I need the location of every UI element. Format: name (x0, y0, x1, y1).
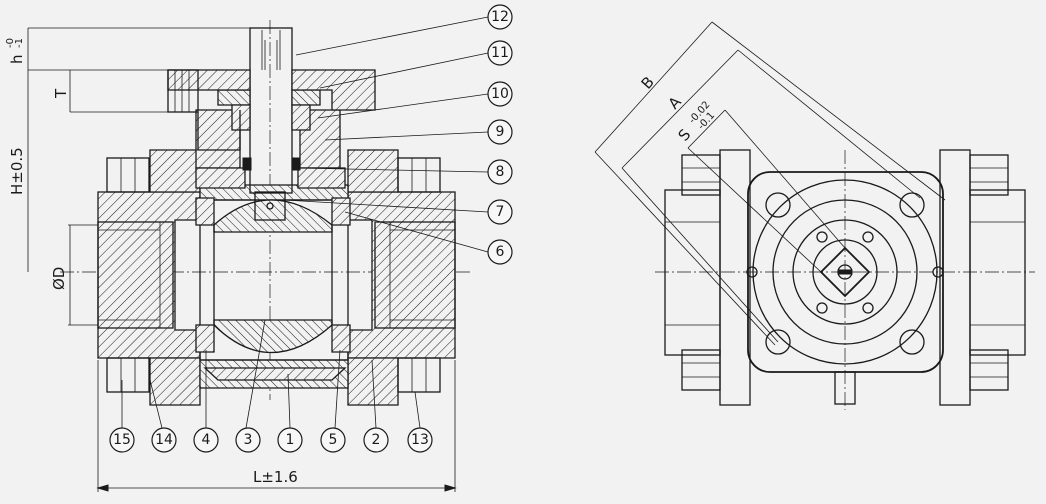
balloon-9: 9 (487, 119, 513, 145)
balloon-3: 3 (235, 427, 261, 453)
section-view: h -0 -1 T H±0.5 ØD L±1.6 (5, 4, 513, 492)
leaders-bottom (121, 319, 421, 429)
svg-text:1: 1 (286, 432, 295, 448)
balloon-5: 5 (320, 427, 346, 453)
balloon-13: 13 (407, 427, 433, 453)
right-bore (374, 221, 456, 329)
dim-D-label: ØD (50, 267, 68, 290)
balloon-4: 4 (193, 427, 219, 453)
dim-S-label: S (675, 126, 695, 145)
dim-h-tol-upper: -0 (5, 38, 16, 48)
svg-text:10: 10 (491, 86, 509, 102)
svg-text:2: 2 (372, 432, 381, 448)
balloon-14: 14 (151, 427, 177, 453)
svg-text:14: 14 (155, 432, 173, 448)
svg-text:4: 4 (202, 432, 211, 448)
svg-text:11: 11 (491, 45, 509, 61)
svg-text:12: 12 (491, 9, 509, 25)
dim-t-label: T (52, 88, 70, 99)
svg-text:13: 13 (411, 432, 429, 448)
bolt-hole-bl (765, 329, 791, 355)
dim-H: H±0.5 (8, 70, 29, 272)
dim-S: S -0.02 -0.1 (675, 99, 846, 273)
balloon-10: 10 (487, 81, 513, 107)
right-flange-top (939, 149, 971, 406)
dim-A-label: A (665, 92, 686, 112)
left-nut-bottom (106, 357, 150, 393)
balloon-1: 1 (277, 427, 303, 453)
balloon-15: 15 (109, 427, 135, 453)
dim-D: ØD (50, 224, 98, 326)
left-flange-lower (149, 357, 201, 406)
svg-text:5: 5 (329, 432, 338, 448)
top-view: B A S -0.02 -0.1 (594, 21, 1035, 410)
balloon-11: 11 (487, 40, 513, 66)
balloon-12: 12 (487, 4, 513, 30)
dim-L: L±1.6 (96, 360, 457, 492)
svg-text:15: 15 (113, 432, 131, 448)
dim-H-label: H±0.5 (8, 147, 26, 195)
right-pipe-end (969, 189, 1026, 356)
dim-h-tol-lower: -1 (14, 38, 25, 48)
dim-L-label: L±1.6 (253, 468, 298, 486)
svg-text:9: 9 (496, 124, 505, 140)
svg-text:8: 8 (496, 164, 505, 180)
balloon-6: 6 (487, 239, 513, 265)
o-ring-right (291, 157, 301, 171)
dim-B-label: B (638, 73, 658, 93)
right-nut-top (397, 157, 441, 193)
dim-h-label: h (8, 54, 26, 64)
left-pipe-end (664, 189, 721, 356)
right-flange-upper (347, 149, 399, 193)
stem-square (819, 246, 871, 298)
balloon-7: 7 (487, 199, 513, 225)
stem (249, 27, 293, 194)
seat-left (195, 197, 215, 226)
pad-outer-circle (752, 179, 938, 365)
dim-t: T (52, 70, 168, 113)
left-bore (97, 221, 174, 329)
dim-B: B (594, 21, 946, 346)
right-end-cap (347, 191, 456, 359)
svg-text:6: 6 (496, 244, 505, 260)
leaders-right (284, 16, 489, 253)
svg-text:7: 7 (496, 204, 505, 220)
seat-right (331, 197, 351, 226)
dim-h: h -0 -1 (5, 27, 250, 71)
left-flange-upper (149, 149, 201, 193)
bolt-hole-tr (899, 192, 925, 218)
left-flange-top (719, 149, 751, 406)
right-nut-bottom (397, 357, 441, 393)
svg-text:3: 3 (244, 432, 253, 448)
o-ring-left (242, 157, 252, 171)
handle (167, 69, 251, 91)
left-nut-top (106, 157, 150, 193)
balloon-8: 8 (487, 159, 513, 185)
left-end-cap (97, 191, 201, 359)
balloon-2: 2 (363, 427, 389, 453)
bolt-hole-br (899, 329, 925, 355)
bolt-hole-tl (765, 192, 791, 218)
